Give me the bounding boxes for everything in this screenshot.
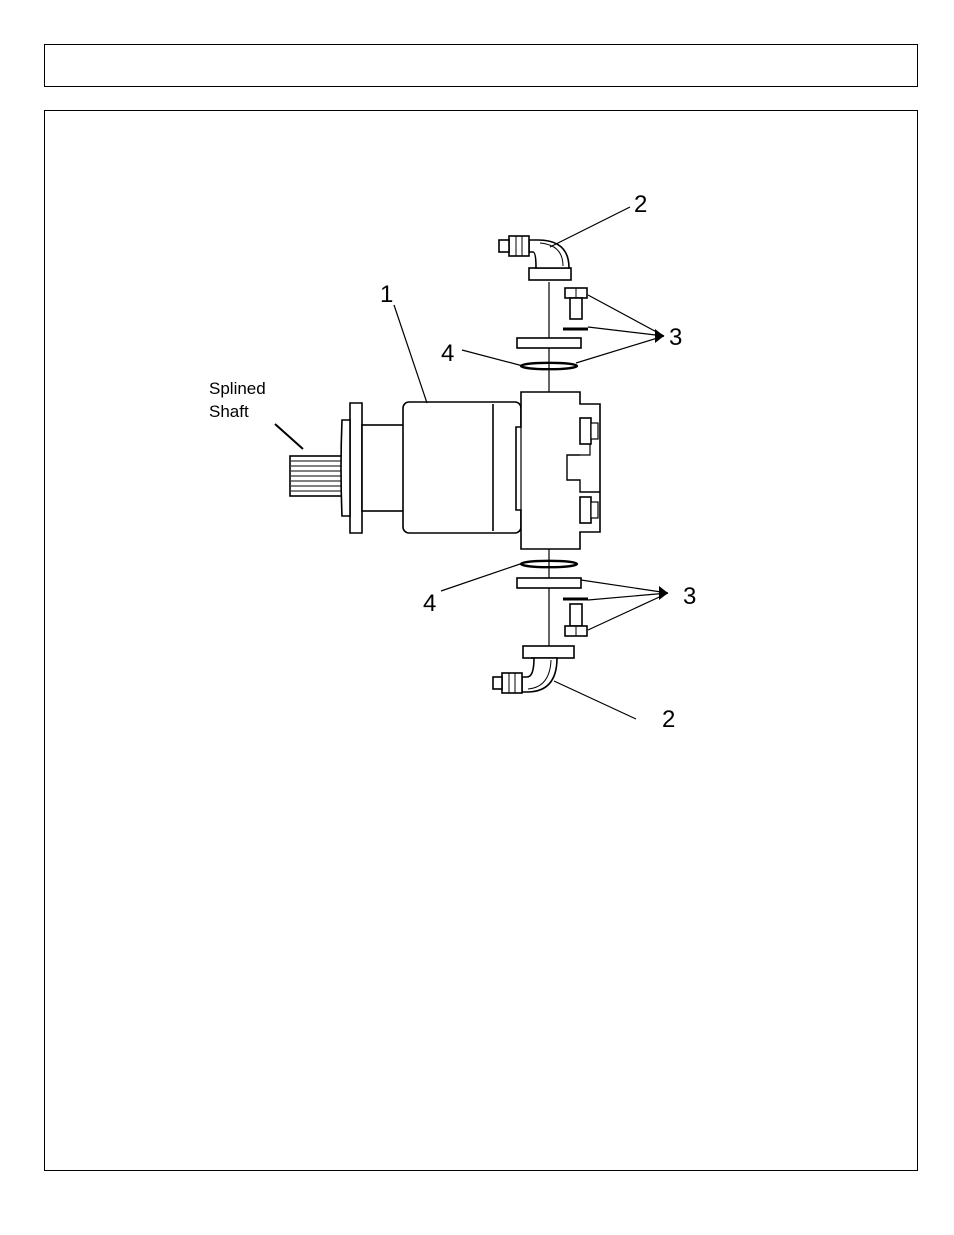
callout-part-3-top: 3 (669, 324, 682, 351)
bolt-top (565, 288, 587, 319)
callout-part-2-top: 2 (634, 191, 647, 218)
leader-part-3-bottom-a (581, 580, 668, 593)
callout-part-2-bottom: 2 (662, 706, 675, 733)
leader-arrowheads (655, 329, 668, 600)
bolt-bottom (565, 604, 587, 636)
callout-part-4-bottom: 4 (423, 590, 436, 617)
port-housing (516, 392, 600, 549)
leader-part-2-bottom (554, 681, 636, 719)
mounting-flange (341, 403, 404, 533)
elbow-fitting-bottom (493, 646, 574, 693)
leader-part-4-bottom (441, 563, 523, 591)
elbow-fitting-top (499, 236, 571, 280)
housing-bolt-bottom (580, 497, 591, 523)
leader-part-2-top (550, 207, 630, 247)
splined-shaft-label-line1: Splined (209, 379, 266, 398)
leader-part-1 (394, 305, 427, 403)
leader-part-4-top (462, 350, 523, 366)
leader-part-3-top-a (588, 295, 664, 336)
flange-plate-bottom (517, 578, 581, 588)
callout-part-4-top: 4 (441, 340, 454, 367)
leader-part-3-top-b (588, 327, 664, 336)
splined-shaft-label-line2: Shaft (209, 402, 249, 421)
motor-body (403, 402, 521, 533)
leader-part-3-top-c (576, 336, 664, 363)
flange-plate-top (517, 338, 581, 348)
callout-part-3-bottom: 3 (683, 583, 696, 610)
housing-bolt-top (580, 418, 591, 444)
callout-part-1: 1 (380, 281, 393, 308)
leader-shaft (275, 424, 303, 449)
